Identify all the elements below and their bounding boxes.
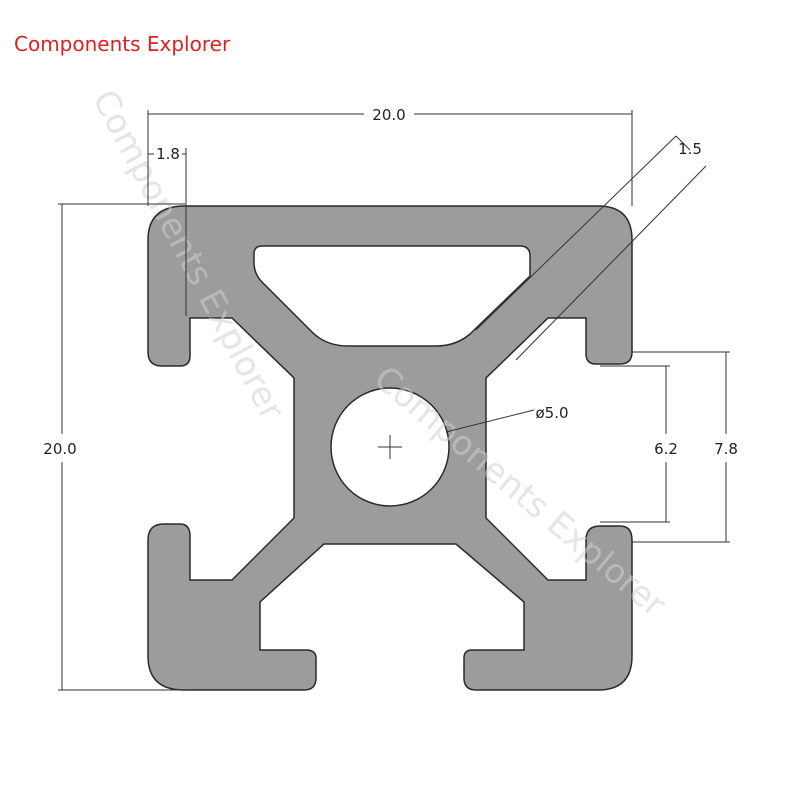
- overall-width-label: 20.0: [372, 106, 405, 124]
- overall-height-label: 20.0: [43, 440, 76, 458]
- watermark-text-upper: Components Explorer: [84, 83, 292, 426]
- wall-dim-line-outer: [475, 135, 677, 331]
- center-bore-label: ø5.0: [535, 404, 568, 422]
- bore-leader-line: [445, 409, 535, 433]
- profile-outline: [147, 205, 633, 691]
- slot-inner-label: 6.2: [654, 440, 678, 458]
- brand-title: Components Explorer: [14, 32, 231, 56]
- wall-dim-leader: [675, 135, 691, 151]
- wall-thickness-label: 1.5: [678, 140, 702, 158]
- lip-thickness-label: 1.8: [156, 145, 180, 163]
- wall-dim-line-inner: [515, 165, 707, 361]
- slot-outer-label: 7.8: [714, 440, 738, 458]
- dimension-lines: [58, 110, 730, 691]
- extrusion-profile: [147, 205, 633, 691]
- dimension-labels: 20.0 20.0 1.8 1.5 ø5.0 6.2 7.8: [43, 106, 738, 458]
